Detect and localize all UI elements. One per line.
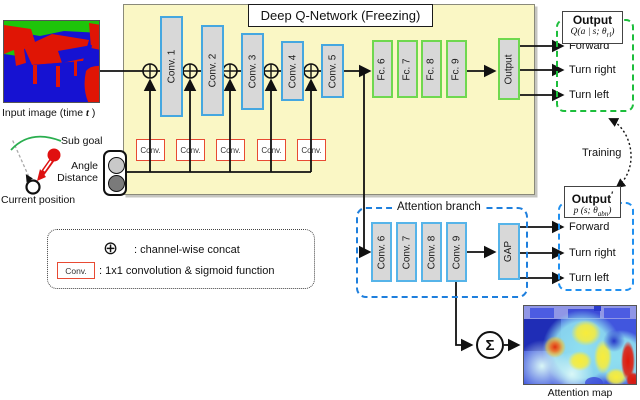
conv3-label: Conv. 3 [247,54,259,89]
abn-action-forward: Forward [569,221,610,233]
small-conv-label: Conv. [180,145,201,155]
small-conv-label: Conv. [261,145,282,155]
small-conv-box-4: Conv. [257,139,286,161]
conv8-label: Conv. 8 [426,235,438,269]
conv5-layer: Conv. 5 [321,44,344,98]
concat-symbol: ⊕ [103,238,119,258]
fc8-label: Fc. 8 [426,57,438,81]
fc6-layer: Fc. 6 [372,40,393,98]
concat-legend-text: : channel-wise concat [134,244,240,256]
output-layer-label: Output [503,53,515,85]
conv2-label: Conv. 2 [207,53,219,88]
attention-map-caption: Attention map [547,387,613,399]
output-layer: Output [498,38,520,100]
rl-output-title: Output [572,13,613,27]
dqn-title: Deep Q-Network (Freezing) [260,8,421,23]
attention-map-image [523,305,637,385]
conv8-layer: Conv. 8 [421,222,442,282]
input-image [3,20,100,103]
sigma-symbol: Σ [485,336,495,354]
dqn-title-box: Deep Q-Network (Freezing) [248,4,433,27]
conv6-label: Conv. 6 [376,235,388,269]
training-label: Training [582,147,622,159]
rl-action-turn-left: Turn left [569,89,609,101]
rl-output-box: Output Q(a | s; θrl) [562,11,623,44]
legend-conv-box: Conv. [57,262,95,279]
small-conv-box-3: Conv. [216,139,245,161]
legend-conv-label: Conv. [65,265,87,276]
dqn-container [123,4,535,195]
distance-input-circle [107,175,125,192]
conv9-label: Conv. 9 [451,235,463,269]
conv7-layer: Conv. 7 [396,222,417,282]
conv2-layer: Conv. 2 [201,25,224,116]
heading-arrow [25,174,33,185]
gap-layer: GAP [498,223,520,280]
subgoal-arc [10,135,62,151]
rl-action-turn-right: Turn right [569,64,616,76]
small-conv-label: Conv. [140,145,161,155]
conv6-layer: Conv. 6 [371,222,392,282]
abn-action-turn-left: Turn left [569,272,609,284]
caption-text: ) [88,107,96,119]
conv7-label: Conv. 7 [401,235,413,269]
conv1-layer: Conv. 1 [160,16,183,117]
fc9-label: Fc. 9 [451,57,463,81]
current-position-label: Current position [1,194,76,206]
fc8-layer: Fc. 8 [421,40,442,98]
current-position-dot [25,179,41,195]
sub-goal-label: Sub goal [61,135,103,147]
segmentation-image [4,21,99,102]
small-conv-label: Conv. [301,145,322,155]
attention-branch-title: Attention branch [392,201,486,213]
conv4-layer: Conv. 4 [281,41,304,101]
small-conv-box-5: Conv. [297,139,326,161]
fc6-label: Fc. 6 [377,57,389,81]
angle-input-circle [107,157,125,174]
small-conv-box-2: Conv. [176,139,205,161]
caption-time-var: t [86,108,89,119]
abn-output-box: Output′ p (s; θabn) [564,186,621,218]
distance-label: Distance [57,172,98,184]
conv9-layer: Conv. 9 [446,222,467,282]
small-conv-box-1: Conv. [136,139,165,161]
subgoal-dashed-line [11,138,34,187]
conv3-layer: Conv. 3 [241,33,264,110]
angle-label: Angle [71,160,98,172]
abn-action-turn-right: Turn right [569,247,616,259]
prime-mark: ′ [611,190,614,200]
distance-arrow-head [37,169,46,181]
fc7-layer: Fc. 7 [397,40,418,98]
abn-output-title: Output′ [571,190,614,206]
conv1-label: Conv. 1 [166,49,178,84]
sum-node: Σ [476,331,504,359]
state-input-box [103,150,127,196]
conv5-label: Conv. 5 [327,54,339,88]
fc9-layer: Fc. 9 [446,40,467,98]
small-conv-label: Conv. [220,145,241,155]
rl-output-formula: Q(a | s; θrl) [570,27,615,39]
attention-heatmap [524,306,636,384]
legend-box [47,229,315,289]
distance-arrow-core [43,160,52,172]
gap-label: GAP [503,240,515,263]
input-image-caption: Input image (time t ) [2,107,95,119]
conv-legend-text: : 1x1 convolution & sigmoid function [99,265,275,277]
conv4-label: Conv. 4 [287,54,299,88]
fc7-label: Fc. 7 [402,57,414,81]
caption-text: Input image (time [2,107,87,119]
abn-output-formula: p (s; θabn) [573,206,612,218]
